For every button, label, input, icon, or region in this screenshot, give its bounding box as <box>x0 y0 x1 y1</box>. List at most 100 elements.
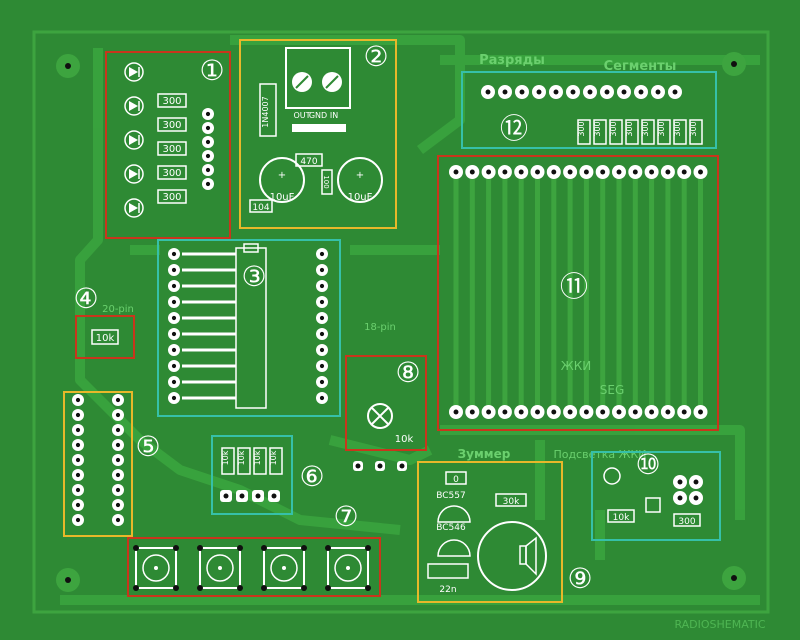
resistor-300 <box>641 119 655 145</box>
zone-5-frame <box>63 391 133 537</box>
resistor-300-label: 300 <box>625 121 634 136</box>
zone-1-frame <box>105 51 231 239</box>
zone-9-number: ⑨ <box>567 562 592 595</box>
display-pin <box>481 85 495 99</box>
zone-2-power: 1N4007 OUT GND IN 470 100 + 10uF + 10uF … <box>239 39 397 229</box>
pin18-label: 18-pin <box>364 322 396 333</box>
zone-11-frame <box>437 155 719 431</box>
reg-out-label: OUT <box>293 111 310 120</box>
lcd-pin <box>660 405 675 419</box>
resistor-300-label: 300 <box>609 121 618 136</box>
header-pin <box>112 484 124 496</box>
lcd-pin <box>644 165 659 179</box>
svg-text:+: + <box>278 170 286 181</box>
button-row <box>133 545 371 591</box>
header-pin <box>112 439 124 451</box>
lcd-pin <box>677 405 692 419</box>
resistor-300 <box>673 119 687 145</box>
mcu-pin <box>168 280 180 292</box>
resistor-300 <box>657 119 671 145</box>
zone-6-number: ⑥ <box>299 460 324 493</box>
header-pin <box>72 409 84 421</box>
zummer-label: Зуммер <box>458 447 511 461</box>
zone-12-frame <box>461 71 717 149</box>
header-5-right <box>112 394 124 526</box>
lcd-pin <box>693 165 708 179</box>
resistor-300 <box>689 119 703 145</box>
display-pin <box>549 85 563 99</box>
header-pin <box>202 164 214 176</box>
display-pin <box>498 85 512 99</box>
resistor-10k-label: 10k <box>253 450 262 465</box>
lcd-pin <box>612 405 626 419</box>
resistor-100 <box>321 169 333 195</box>
display-pin <box>583 85 597 99</box>
transistor-bc546 <box>437 539 471 557</box>
lcd-traces <box>453 172 703 412</box>
zone-10-frame <box>591 451 721 541</box>
mcu-pin <box>168 376 180 388</box>
lcd-pin <box>546 405 561 419</box>
resistor-300 <box>609 119 623 145</box>
mcu-pin <box>168 248 180 260</box>
display-pin <box>617 85 631 99</box>
bc546-label: BC546 <box>436 523 466 533</box>
header-pin <box>202 178 214 190</box>
reg-gnd-label: GND <box>309 111 327 120</box>
zone-9-frame <box>417 461 563 603</box>
lcd-pin <box>677 165 692 179</box>
header-pin <box>72 394 84 406</box>
mcu-outline <box>235 247 267 409</box>
lcd-pin <box>644 405 659 419</box>
led-icon <box>124 130 144 150</box>
header-pin <box>112 469 124 481</box>
zone-10-number: ⑩ <box>635 448 660 481</box>
zone-12-number: ⑫ <box>500 112 528 145</box>
header-pin <box>236 490 248 502</box>
header-pin <box>252 490 264 502</box>
resistor-300-label: 300 <box>657 121 666 136</box>
display-pin <box>600 85 614 99</box>
resistor-300-label: 300 <box>162 144 181 155</box>
capacitor-104-label: 104 <box>252 203 269 213</box>
resistor-300-label: 300 <box>577 121 586 136</box>
resistor-300 <box>157 93 187 108</box>
resistor-10k <box>237 447 251 475</box>
r0-label: 0 <box>453 475 459 485</box>
resistor-10k <box>221 447 235 475</box>
tactile-button <box>197 545 243 591</box>
header-pin <box>72 484 84 496</box>
reg-in-label: IN <box>330 111 338 120</box>
lcd-pin <box>628 405 643 419</box>
header-pin <box>220 490 232 502</box>
header-pin <box>202 136 214 148</box>
lcd-pin <box>481 405 496 419</box>
mcu-pin <box>316 296 328 308</box>
header-5-left <box>72 394 84 526</box>
mcu-pin <box>168 344 180 356</box>
zone-4-resistor: 10k ④ <box>73 282 135 359</box>
mcu-pin <box>316 392 328 404</box>
mcu-left-pins <box>168 248 236 404</box>
resistor-300-label: 300 <box>641 121 650 136</box>
led-icon <box>124 198 144 218</box>
led-header <box>202 108 214 190</box>
header-pin <box>112 499 124 511</box>
header-pin <box>72 439 84 451</box>
resistor-300-label: 300 <box>689 121 698 136</box>
r10k-10-label: 10k <box>613 513 630 523</box>
mcu-pin <box>168 312 180 324</box>
pot-10k-label: 10k <box>395 434 414 445</box>
mcu-pin <box>168 296 180 308</box>
razryady-label: Разряды <box>479 53 545 68</box>
backlight-pins <box>673 475 703 505</box>
c22n-label: 22n <box>439 585 456 595</box>
zone-2-frame <box>239 39 397 229</box>
tactile-button <box>133 545 179 591</box>
display-pin <box>566 85 580 99</box>
zone-6-frame <box>211 435 293 515</box>
resistor-300-label: 300 <box>593 121 602 136</box>
mcu-pin <box>168 360 180 372</box>
